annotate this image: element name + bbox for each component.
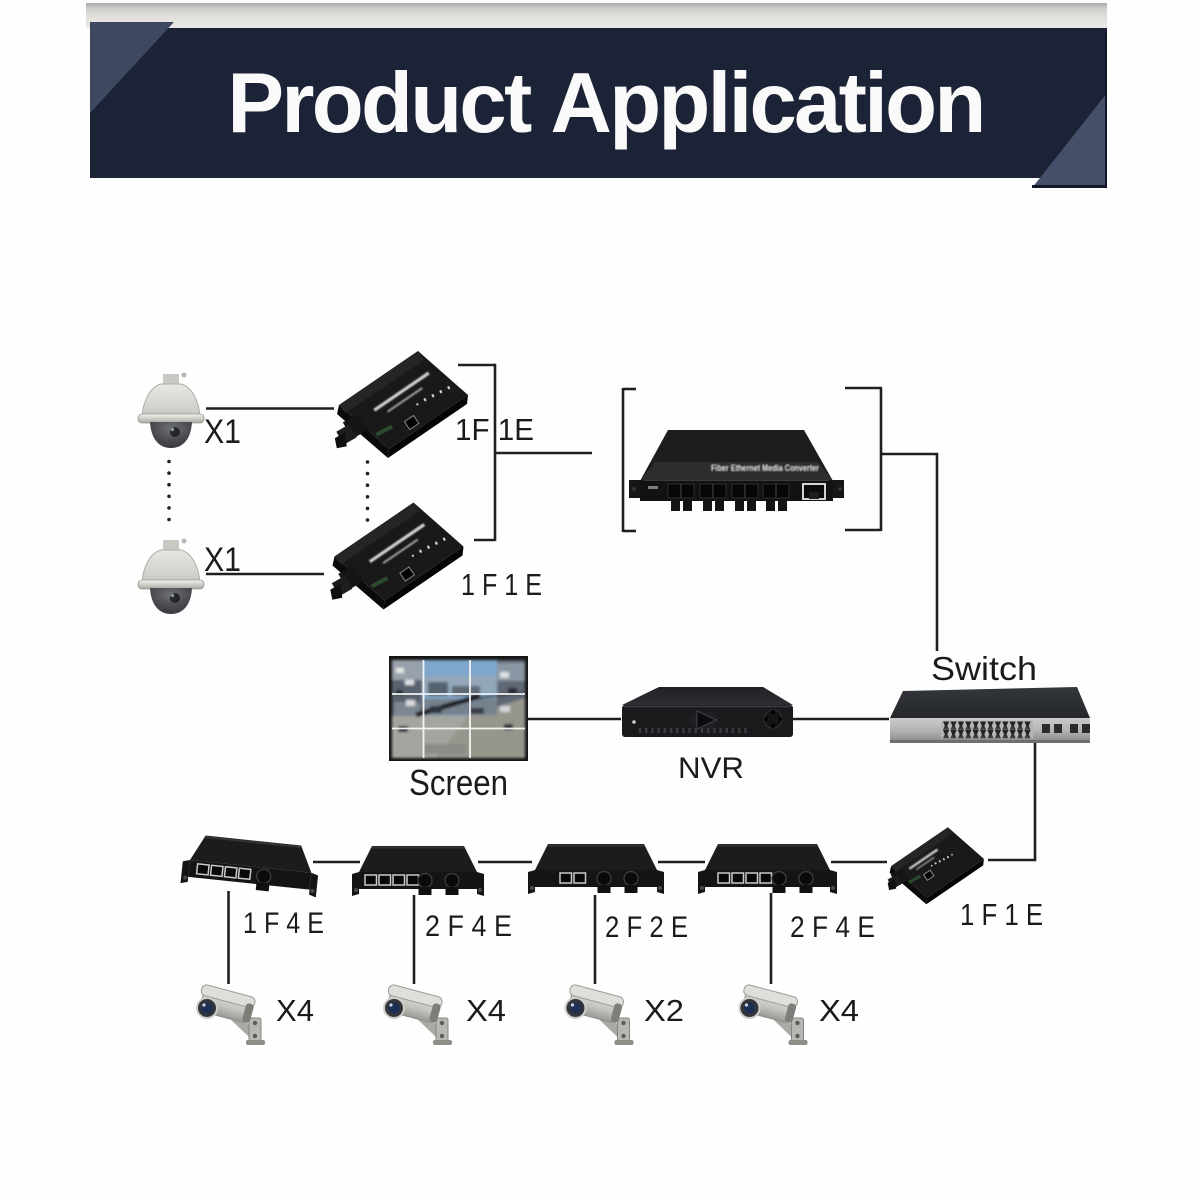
svg-text:X2: X2 <box>644 993 684 1028</box>
svg-text:1 F 4 E: 1 F 4 E <box>243 907 324 940</box>
svg-text:X4: X4 <box>276 993 314 1028</box>
svg-text:X4: X4 <box>466 993 506 1028</box>
svg-text:1F 1E: 1F 1E <box>455 412 534 447</box>
svg-text:2 F 2 E: 2 F 2 E <box>605 911 688 944</box>
svg-text:Fiber Ethernet Media Converter: Fiber Ethernet Media Converter <box>711 463 819 473</box>
svg-text:X4: X4 <box>819 993 859 1028</box>
svg-text:X1: X1 <box>204 413 241 451</box>
svg-text:1 F 1 E: 1 F 1 E <box>960 897 1043 932</box>
svg-text:X1: X1 <box>204 541 241 579</box>
svg-text:Screen: Screen <box>409 762 508 803</box>
svg-text:Switch: Switch <box>931 650 1037 687</box>
svg-text:2 F 4 E: 2 F 4 E <box>790 911 875 944</box>
svg-text:1 F 1 E: 1 F 1 E <box>461 567 542 602</box>
svg-text:2 F 4 E: 2 F 4 E <box>425 910 512 943</box>
svg-text:NVR: NVR <box>678 752 744 785</box>
